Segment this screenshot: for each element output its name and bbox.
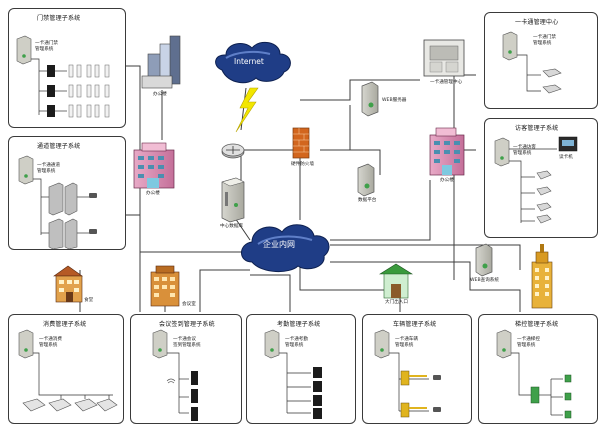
server-label: 一卡通门禁 管理系统 (533, 35, 556, 46)
panel-title: 消费管理子系统 (43, 321, 87, 328)
camera-icon (433, 375, 441, 412)
server-label: 一卡通通道 管理系统 (37, 163, 60, 174)
wifi-icon (166, 378, 176, 384)
canteen-label: 食堂 (84, 298, 94, 303)
panel-title: 会议签到管理子系统 (159, 321, 215, 328)
gate-icon (378, 263, 414, 299)
panel-title: 考勤管理子系统 (277, 321, 321, 328)
firewall-label: 硬件防火墙 (291, 162, 314, 167)
office-right-label: 办公楼 (440, 178, 454, 183)
panel-title: 门禁管理子系统 (37, 15, 81, 22)
firewall-icon (292, 127, 310, 159)
panel-title: 车辆管理子系统 (393, 321, 437, 328)
server-icon (496, 329, 512, 359)
card-center-devices (502, 31, 562, 94)
web-server-icon (361, 81, 379, 117)
visitor-devices (494, 136, 578, 224)
web-server-label: WEB服务器 (382, 98, 407, 103)
attendance-devices (264, 329, 322, 419)
channel-devices (18, 155, 97, 249)
server-icon (16, 35, 32, 65)
attendance-terminal-icon (313, 367, 322, 419)
device-label: 读卡机 (559, 155, 573, 160)
panel-consume: 消费管理子系统 一卡通消费 管理系统 (8, 314, 124, 424)
panel-title: 一卡通管理中心 (515, 19, 559, 26)
server-label: 一卡通车辆 管理系统 (395, 337, 418, 348)
server-label: 一卡通考勤 管理系统 (285, 337, 308, 348)
meeting-room-label: 会议室 (182, 302, 196, 307)
canteen-building-icon (53, 265, 83, 303)
pos-terminal-icon (558, 136, 578, 152)
server-label: 一卡通梯控 管理系统 (517, 337, 540, 348)
barrier-gate-icon (400, 370, 427, 418)
card-center-machine-icon (423, 39, 465, 77)
links (79, 65, 521, 312)
server-icon (494, 137, 510, 167)
panel-title: 梯控管理子系统 (515, 321, 559, 328)
panel-title: 通道管理子系统 (37, 143, 81, 150)
lightning-bolt-icon (235, 87, 259, 133)
server-label: 一卡通门禁 管理系统 (35, 41, 58, 52)
panel-channel: 通道管理子系统 一卡通通道 管理系统 (8, 136, 126, 250)
panel-card-center: 一卡通管理中心 一卡通门禁 管理系统 (484, 12, 598, 109)
router-icon (221, 143, 245, 159)
server-label: 一卡通访客 管理系统 (513, 145, 536, 156)
camera-icon (89, 193, 97, 234)
panel-title: 访客管理子系统 (515, 125, 559, 132)
server-icon (374, 329, 390, 359)
elevator-reader-icon (564, 374, 572, 419)
elevator-devices (496, 329, 572, 419)
server-icon (18, 155, 34, 185)
card-reader-icon (68, 64, 110, 118)
office-tower-icon (141, 35, 181, 89)
turnstile-icon (48, 182, 78, 249)
sign-in-terminal-icon (191, 371, 198, 421)
meeting-devices (152, 329, 198, 421)
vehicle-devices (374, 329, 441, 418)
elevator-controller-icon (530, 386, 540, 404)
card-reader-icon (536, 170, 552, 224)
intranet-cloud-icon (241, 224, 330, 272)
pos-machine-icon (22, 398, 118, 412)
panel-meeting: 会议签到管理子系统 一卡通会议 签到管理系统 (130, 314, 242, 424)
controller-icon (47, 65, 55, 117)
data-center-label: 中心数据库 (220, 224, 243, 229)
panel-elevator: 梯控管理子系统 一卡通梯控 管理系统 (478, 314, 598, 424)
server-icon (502, 31, 518, 61)
consume-devices (18, 329, 118, 412)
relay-label: 数据平台 (358, 198, 377, 203)
server-label: 一卡通消费 管理系统 (39, 337, 62, 348)
web-query-server-icon (475, 243, 493, 277)
intranet-label: 企业内网 (263, 240, 295, 249)
office-building-right-icon (429, 127, 465, 176)
internet-label: Internet (234, 57, 264, 66)
gate-label: 大门出入口 (385, 300, 408, 305)
panel-door-access: 门禁管理子系统 一卡通门禁 管理系统 (8, 8, 126, 128)
meeting-building-icon (150, 265, 180, 307)
relay-server-icon (357, 163, 375, 197)
office-building-left-icon (133, 142, 175, 189)
tall-tower-icon (531, 244, 553, 309)
server-label: 一卡通会议 签到管理系统 (173, 337, 201, 348)
office-top-label: 办公楼 (153, 92, 167, 97)
server-icon (152, 329, 168, 359)
panel-attendance: 考勤管理子系统 一卡通考勤 管理系统 (246, 314, 356, 424)
server-icon (18, 329, 34, 359)
central-server-icon (221, 177, 245, 223)
server-icon (264, 329, 280, 359)
office-left-label: 办公楼 (146, 191, 160, 196)
internet-cloud-icon (215, 41, 291, 84)
panel-visitor: 访客管理子系统 一卡通访客 管理系统 读卡机 (484, 118, 598, 238)
card-issuer-icon (542, 68, 562, 94)
web-query-label: WEB查询系统 (470, 278, 499, 283)
card-center-label: 一卡通管理中心 (430, 80, 463, 85)
panel-vehicle: 车辆管理子系统 一卡通车辆 管理系统 (362, 314, 472, 424)
door-devices (16, 35, 110, 118)
